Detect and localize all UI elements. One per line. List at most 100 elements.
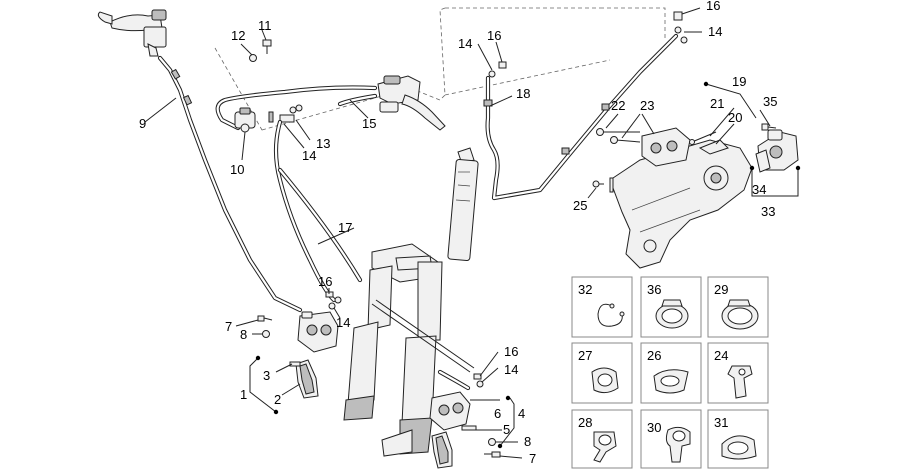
fitting-16-right	[437, 369, 484, 391]
leader-lines	[144, 7, 771, 459]
pad-spring-20	[698, 139, 729, 155]
callout-12: 12	[231, 28, 245, 43]
callout-17: 17	[338, 220, 352, 235]
p-clip-icon	[665, 426, 691, 463]
brake-pad-left-2	[295, 359, 319, 399]
saddle-clip-icon	[721, 435, 757, 460]
callout-14-b: 14	[336, 315, 350, 330]
bracket-dot-19	[703, 81, 709, 87]
callout-labels: 9 10 11 12 13 14 15 17 16 14 7 8 3 1 2 1…	[139, 0, 777, 466]
bolt-25	[592, 177, 614, 193]
spring-clip-icon	[591, 367, 619, 394]
callout-16-a: 16	[318, 274, 332, 289]
pad-pin-6	[461, 425, 477, 431]
group-bracket-33	[751, 168, 799, 197]
front-master-cylinder	[109, 9, 167, 57]
band-clamp-tab-icon	[655, 299, 689, 329]
washer-12	[249, 54, 257, 62]
callout-8-b: 8	[524, 434, 531, 449]
callout-16-b: 16	[504, 344, 518, 359]
callout-21: 21	[710, 96, 724, 111]
banjo-fitting-13	[268, 104, 303, 123]
fitting-16-top	[488, 61, 507, 78]
callout-22: 22	[611, 98, 625, 113]
rear-caliper-23	[641, 127, 691, 167]
clamp-label-28: 28	[578, 415, 592, 430]
bracket-dot-4	[505, 395, 511, 401]
callout-16-d: 16	[706, 0, 720, 13]
callout-1: 1	[240, 387, 247, 402]
washer-8-left	[262, 330, 270, 338]
callout-16-c: 16	[487, 28, 501, 43]
clamp-label-31: 31	[714, 415, 728, 430]
group-bracket-19	[705, 83, 757, 119]
bracket-dot-1b	[273, 409, 279, 415]
bracket-dot-4b	[497, 443, 503, 449]
clamp-label-36: 36	[647, 282, 661, 297]
bracket-dot-33b	[795, 165, 801, 171]
bolt-7-right	[484, 451, 501, 458]
callout-4: 4	[518, 406, 525, 421]
clamp-parts-panel: 32 36 29 27 26 24 28 30 31	[571, 276, 769, 469]
callout-33: 33	[761, 204, 775, 219]
callout-9: 9	[139, 116, 146, 131]
bolts-22	[596, 128, 641, 144]
callout-34: 34	[752, 182, 766, 197]
clamp-label-32: 32	[578, 282, 592, 297]
clamp-label-29: 29	[714, 282, 728, 297]
callout-25: 25	[573, 198, 587, 213]
callout-35: 35	[763, 94, 777, 109]
ring-clip-icon	[597, 303, 625, 327]
callout-11: 11	[258, 18, 272, 33]
callout-14-e: 14	[708, 24, 722, 39]
front-brake-hose-17	[273, 119, 363, 303]
clamp-label-26: 26	[647, 348, 661, 363]
callout-20: 20	[728, 110, 742, 125]
reservoir-10	[234, 107, 256, 133]
callout-3: 3	[263, 368, 270, 383]
callout-5: 5	[503, 422, 510, 437]
callout-10: 10	[230, 162, 244, 177]
callout-8-a: 8	[240, 327, 247, 342]
callout-7-a: 7	[225, 319, 232, 334]
rear-caliper-assembly-33	[755, 129, 799, 173]
callout-18: 18	[516, 86, 530, 101]
brake-pad-right-5	[431, 431, 453, 469]
reference-dashed-line-2	[444, 59, 611, 96]
brake-lever-front	[97, 11, 113, 25]
caliper-right	[429, 391, 471, 431]
callout-6: 6	[494, 406, 501, 421]
caliper-left	[297, 311, 339, 353]
clamp-label-24: 24	[714, 348, 728, 363]
bolt-11	[262, 39, 272, 54]
rear-master-cylinder-15	[377, 75, 446, 131]
bolt-35	[761, 123, 777, 131]
group-bracket-1	[249, 357, 277, 413]
clamp-box-32	[571, 276, 633, 338]
pad-pin-3	[289, 361, 301, 367]
p-clip-double-icon	[593, 431, 617, 463]
callout-14-a: 14	[302, 148, 316, 163]
front-brake-hose-9	[157, 55, 303, 313]
washer-8-right	[488, 438, 496, 446]
rear-brake-line-18	[483, 33, 679, 201]
band-clamp-large-icon	[721, 299, 759, 330]
bracket-dot-1	[255, 355, 261, 361]
callout-19: 19	[732, 74, 746, 89]
callout-7-b: 7	[529, 451, 536, 466]
hose-15	[215, 85, 378, 131]
callout-13: 13	[316, 136, 330, 151]
callout-23: 23	[640, 98, 654, 113]
clamp-label-27: 27	[578, 348, 592, 363]
hose-bracket-icon	[727, 365, 753, 399]
rear-frame-bracket	[609, 139, 753, 269]
clamp-label-30: 30	[647, 420, 661, 435]
callout-14-d: 14	[458, 36, 472, 51]
callout-15: 15	[362, 116, 376, 131]
bracket-dot-33a	[749, 165, 755, 171]
callout-2: 2	[274, 392, 281, 407]
bolt-7-left	[257, 315, 273, 322]
reference-dashed-frame	[214, 7, 666, 131]
